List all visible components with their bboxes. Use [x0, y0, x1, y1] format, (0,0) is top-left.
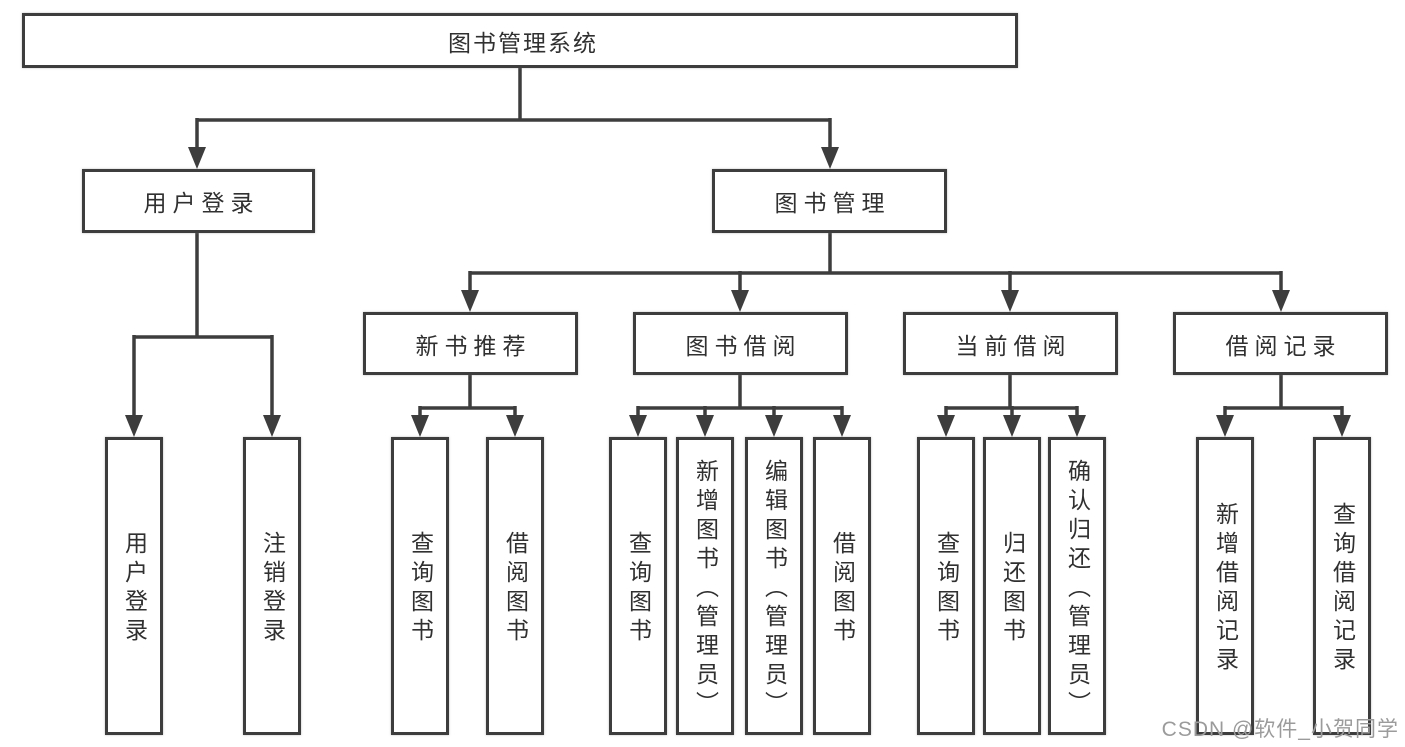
node-label: 编辑图书（管理员）: [761, 458, 788, 720]
node-book-borrowing: 图书借阅: [633, 312, 848, 375]
node-label: 用户登录: [143, 190, 260, 216]
leaf-borrow-books-recommend: 借阅图书: [486, 437, 544, 735]
node-borrowing-records: 借阅记录: [1173, 312, 1388, 375]
leaf-query-books-recommend: 查询图书: [391, 437, 449, 735]
node-label: 当前借阅: [955, 332, 1072, 359]
node-library-management-system: 图书管理系统: [22, 13, 1018, 68]
leaf-edit-books-admin: 编辑图书（管理员）: [745, 437, 803, 735]
leaf-logout-login: 注销登录: [243, 437, 301, 735]
node-label: 借阅记录: [1225, 332, 1342, 359]
leaf-borrow-books: 借阅图书: [813, 437, 871, 735]
node-label: 借阅图书: [829, 531, 856, 647]
leaf-query-books-current: 查询图书: [917, 437, 975, 735]
node-current-borrowing: 当前借阅: [903, 312, 1118, 375]
node-label: 确认归还（管理员）: [1064, 458, 1091, 720]
arrowhead-icons: [125, 147, 1351, 437]
leaf-add-books-admin: 新增图书（管理员）: [676, 437, 734, 735]
node-label: 注销登录: [259, 531, 286, 647]
node-label: 借阅图书: [502, 531, 529, 647]
node-new-book-recommendation: 新书推荐: [363, 312, 578, 375]
node-label: 归还图书: [999, 531, 1026, 647]
node-label: 查询图书: [407, 531, 434, 647]
node-label: 图书管理系统: [448, 29, 598, 56]
node-label: 图书管理: [774, 190, 891, 216]
node-book-management: 图书管理: [712, 169, 947, 233]
node-label: 新增图书（管理员）: [692, 458, 719, 720]
node-label: 图书借阅: [685, 332, 802, 359]
leaf-query-borrow-record: 查询借阅记录: [1313, 437, 1371, 735]
node-label: 查询借阅记录: [1329, 502, 1356, 676]
node-label: 用户登录: [121, 531, 148, 647]
leaf-confirm-return-admin: 确认归还（管理员）: [1048, 437, 1106, 735]
node-label: 新增借阅记录: [1212, 502, 1239, 676]
node-label: 查询图书: [625, 531, 652, 647]
node-label: 新书推荐: [415, 332, 532, 359]
node-user-login: 用户登录: [82, 169, 315, 233]
node-label: 查询图书: [933, 531, 960, 647]
watermark-text: CSDN @软件_小贺同学: [1161, 718, 1399, 741]
leaf-query-books-borrowing: 查询图书: [609, 437, 667, 735]
leaf-user-login: 用户登录: [105, 437, 163, 735]
leaf-return-books: 归还图书: [983, 437, 1041, 735]
leaf-add-borrow-record: 新增借阅记录: [1196, 437, 1254, 735]
